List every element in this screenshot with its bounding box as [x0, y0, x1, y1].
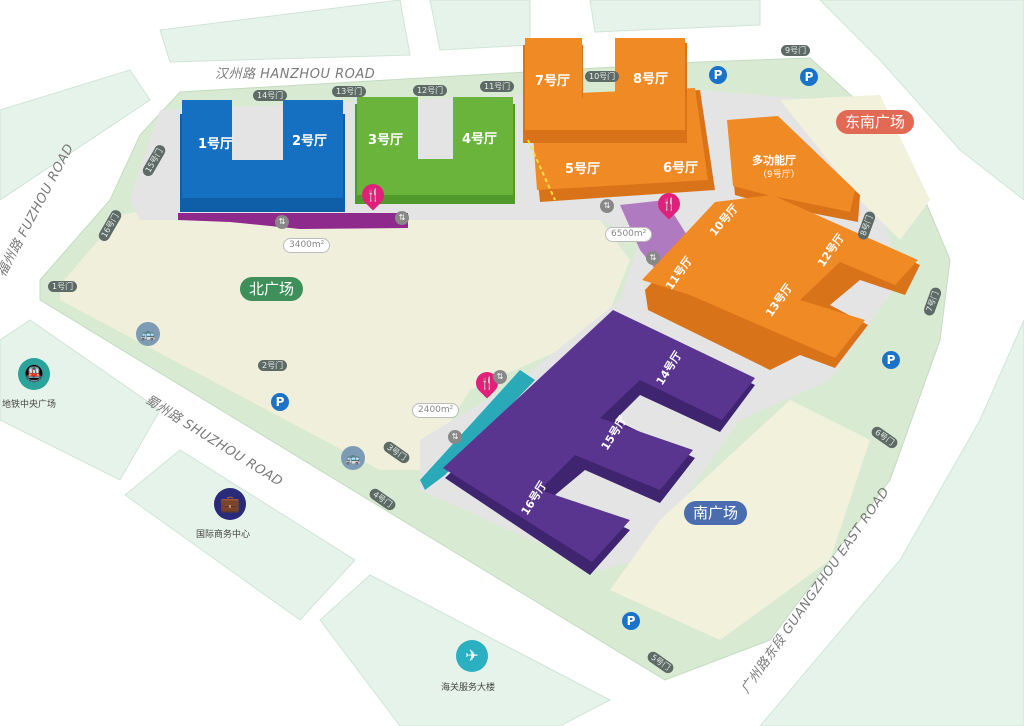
gate-1[interactable]: 1号门	[48, 281, 78, 292]
gate-2[interactable]: 2号门	[258, 360, 288, 371]
north-plaza-label[interactable]: 北广场	[240, 277, 304, 301]
dining-strip-south	[420, 370, 535, 490]
parking-icon[interactable]: P	[882, 351, 900, 369]
customs-building-label: 海关服务大楼	[441, 683, 496, 693]
escalator-icon: ⇅	[493, 370, 507, 384]
gate-11[interactable]: 11号门	[480, 81, 515, 92]
road-label-hanzhou: 汉州路 HANZHOU ROAD	[215, 67, 376, 82]
south-plaza-label[interactable]: 南广场	[684, 501, 748, 525]
southeast-plaza-label[interactable]: 东南广场	[836, 110, 915, 134]
bus-stop-icon[interactable]: 🚌	[341, 446, 365, 470]
dining-strip-north	[178, 213, 408, 229]
escalator-icon: ⇅	[275, 215, 289, 229]
parking-icon[interactable]: P	[622, 612, 640, 630]
gate-9[interactable]: 9号门	[781, 45, 811, 56]
gate-10[interactable]: 10号门	[585, 71, 620, 82]
block-se	[759, 319, 1024, 726]
gate-14[interactable]: 14号门	[253, 90, 288, 101]
bus-stop-icon[interactable]: 🚌	[136, 322, 160, 346]
block-w1	[0, 69, 151, 201]
hall-3-label[interactable]: 3号厅	[368, 133, 404, 148]
fork-knife-icon: 🍴	[365, 188, 381, 202]
metro-icon[interactable]: 🚇	[18, 358, 50, 390]
parking-icon[interactable]: P	[800, 68, 818, 86]
multi-hall-label[interactable]: 多功能厅	[752, 154, 796, 167]
hall-14-16-roof	[443, 310, 755, 562]
dining-area-east: 6500m²	[605, 227, 653, 242]
hall-1-2-roof	[182, 100, 343, 198]
customs-icon[interactable]: ✈	[456, 640, 488, 672]
parking-icon[interactable]: P	[709, 66, 727, 84]
hall-4-label[interactable]: 4号厅	[462, 132, 498, 147]
gate-12[interactable]: 12号门	[413, 85, 448, 96]
restaurant-pin-east[interactable]: 🍴	[653, 188, 685, 220]
connector-dashed	[527, 139, 556, 201]
metro-label: 地铁中央广场	[2, 400, 57, 410]
business-center-label: 国际商务中心	[196, 530, 251, 540]
north-plaza-area	[60, 210, 630, 470]
block-n3	[589, 0, 761, 33]
block-n1	[159, 0, 411, 63]
restaurant-pin-north[interactable]: 🍴	[357, 179, 389, 211]
hall-3-4-roof	[357, 97, 513, 195]
hall-6-label[interactable]: 6号厅	[663, 161, 699, 176]
parking-icon[interactable]: P	[271, 393, 289, 411]
hall-8-label[interactable]: 8号厅	[633, 72, 669, 87]
multi-hall-sublabel: （9号厅）	[758, 170, 800, 180]
hall-5-label[interactable]: 5号厅	[565, 162, 601, 177]
hall-1-label[interactable]: 1号厅	[198, 137, 234, 152]
dining-area-north: 3400m²	[283, 238, 331, 253]
block-n2	[429, 0, 531, 51]
hall-10-13-roof	[642, 195, 918, 358]
block-business	[124, 449, 356, 621]
gate-13[interactable]: 13号门	[332, 86, 367, 97]
briefcase-icon[interactable]: 💼	[214, 488, 246, 520]
escalator-icon: ⇅	[600, 199, 614, 213]
multi-function-hall-roof	[727, 116, 855, 212]
hall-7-label[interactable]: 7号厅	[535, 74, 571, 89]
escalator-icon: ⇅	[646, 251, 660, 265]
dining-area-south: 2400m²	[412, 403, 460, 418]
hall-2-label[interactable]: 2号厅	[292, 134, 328, 149]
fork-knife-icon: 🍴	[661, 197, 677, 211]
escalator-icon: ⇅	[395, 211, 409, 225]
hall-7-8-roof	[525, 38, 685, 130]
escalator-icon: ⇅	[448, 430, 462, 444]
block-ne	[819, 0, 1024, 201]
